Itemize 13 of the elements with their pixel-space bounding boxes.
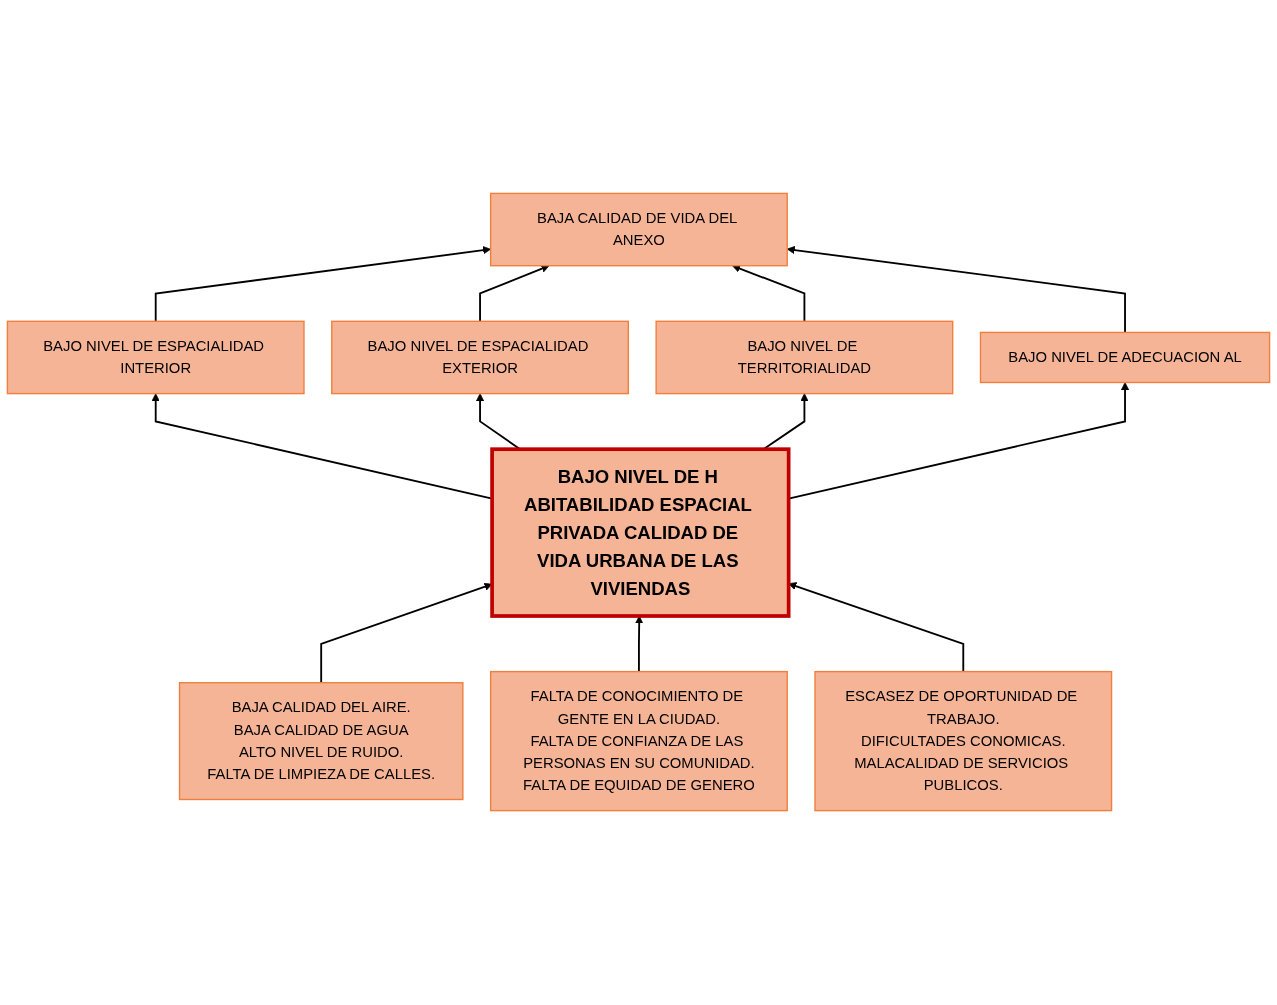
arrow [635, 616, 644, 673]
node-box: BAJO NIVEL DE ESPACIALIDAD INTERIOR [6, 321, 305, 395]
arrow [479, 265, 550, 323]
node-box: FALTA DE CONOCIMIENTO DE GENTE EN LA CIUDAD. FALTA DE CONFIANZA DE LAS PERSONAS EN SU COMUNIDAD. FALTA DE EQUIDAD DE GENERO [489, 671, 788, 812]
arrow [732, 265, 806, 323]
arrow [154, 246, 491, 323]
node-box: BAJA CALIDAD DEL AIRE. BAJA CALIDAD DE AGUA ALTO NIVEL DE RUIDO. FALTA DE LIMPIEZA DE CALLES. [178, 682, 464, 801]
node-box: BAJA CALIDAD DE VIDA DEL ANEXO [489, 193, 788, 267]
node-box: BAJO NIVEL DE ESPACIALIDAD EXTERIOR [331, 321, 630, 395]
node-box: BAJO NIVEL DE H ABITABILIDAD ESPACIAL PRIVADA CALIDAD DE VIDA URBANA DE LAS VIVIENDAS [490, 447, 791, 619]
node-box: BAJO NIVEL DE TERRITORIALIDAD [655, 321, 954, 395]
node-box: ESCASEZ DE OPORTUNIDAD DE TRABAJO. DIFICULTADES CONOMICAS. MALACALIDAD DE SERVICIOS PUBLICOS. [814, 671, 1113, 812]
node-box: BAJO NIVEL DE ADECUACION AL [979, 332, 1271, 384]
